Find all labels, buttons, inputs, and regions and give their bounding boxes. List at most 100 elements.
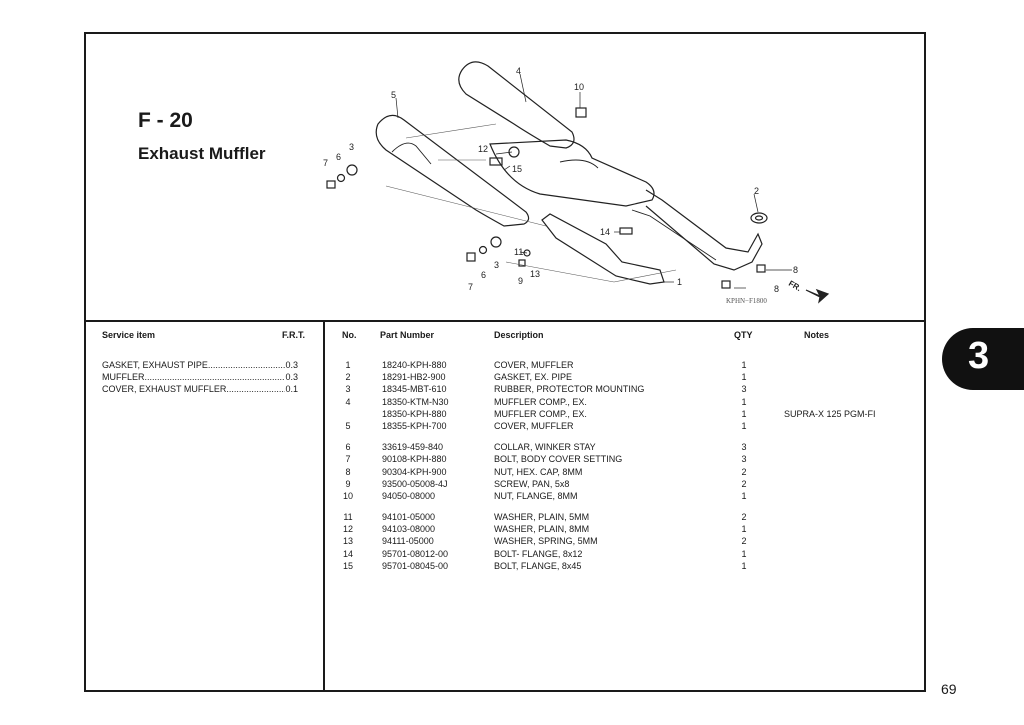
gasket-2 — [750, 212, 768, 224]
part-number: 90108-KPH-880 — [382, 454, 447, 465]
callout-14: 14 — [600, 227, 610, 237]
nut-8-b — [721, 280, 731, 289]
service-item-row: GASKET, EXHAUST PIPE 0.3 — [102, 359, 298, 371]
part-no: 2 — [345, 372, 351, 383]
part-description: MUFFLER COMP., EX. — [494, 396, 587, 407]
diagram-code: KPHN−F1800 — [726, 297, 767, 305]
part-description: COLLAR, WINKER STAY — [494, 442, 596, 453]
muffler-body — [489, 139, 655, 207]
callout-5: 5 — [391, 90, 396, 100]
part-description: SCREW, PAN, 5x8 — [494, 478, 570, 489]
part-qty: 3 — [741, 442, 747, 453]
part-description: NUT, HEX. CAP, 8MM — [494, 466, 583, 477]
part-number: 18355-KPH-700 — [382, 420, 447, 431]
leader-dots — [208, 359, 286, 371]
washer-11 — [523, 249, 531, 257]
callout-1: 1 — [677, 277, 682, 287]
part-qty: 1 — [741, 490, 747, 501]
collar-6-lower — [478, 245, 488, 255]
bolt-14 — [619, 227, 633, 235]
nut-10 — [575, 107, 587, 118]
frt-header: F.R.T. — [282, 330, 306, 340]
part-number: 18350-KTM-N30 — [382, 396, 449, 407]
callout-6-upper: 6 — [336, 152, 341, 162]
screw-9 — [518, 259, 526, 267]
part-number: 94050-08000 — [382, 490, 436, 501]
part-qty: 1 — [741, 372, 747, 383]
part-number: 94101-05000 — [382, 512, 436, 523]
rubber-3-upper — [346, 164, 358, 176]
callout-3-lower: 3 — [494, 260, 499, 270]
section-code: F - 20 — [138, 109, 193, 132]
service-item-row: MUFFLER 0.3 — [102, 371, 298, 383]
callout-10: 10 — [574, 82, 584, 92]
part-number: 95701-08045-00 — [382, 560, 449, 571]
service-item-frt: 0.3 — [285, 372, 298, 382]
part-number: 18345-MBT-610 — [382, 384, 447, 395]
part-qty: 1 — [741, 396, 747, 407]
part-description: COVER, MUFFLER — [494, 360, 574, 370]
service-item-header: Service item — [102, 330, 156, 340]
callout-4: 4 — [516, 66, 521, 76]
bolt-15 — [489, 157, 503, 166]
chapter-number: 3 — [968, 335, 990, 377]
part-description: WASHER, PLAIN, 5MM — [494, 512, 590, 523]
table-divider-vertical — [323, 320, 325, 692]
part-no: 13 — [342, 536, 353, 547]
description-header: Description — [494, 330, 544, 340]
part-no: 8 — [345, 466, 351, 477]
part-qty: 2 — [741, 512, 747, 523]
callout-7-upper: 7 — [323, 158, 328, 168]
part-number-header: Part Number — [380, 330, 435, 340]
callout-7-lower: 7 — [468, 282, 473, 292]
part-no: 3 — [345, 384, 351, 395]
no-header: No. — [342, 330, 357, 340]
callout-9: 9 — [518, 276, 523, 286]
callout-13: 13 — [530, 269, 540, 279]
callout-11: 11 — [514, 247, 523, 257]
part-qty: 1 — [741, 560, 747, 571]
part-no: 15 — [342, 560, 353, 571]
part-description: COVER, MUFFLER — [494, 420, 574, 431]
service-item-list: GASKET, EXHAUST PIPE 0.3 MUFFLER 0.3 COV… — [102, 359, 298, 395]
part-number: 18350-KPH-880 — [382, 408, 447, 419]
notes-header: Notes — [804, 330, 830, 340]
service-item-name: MUFFLER — [102, 372, 145, 382]
diagram-area: F - 20 Exhaust Muffler — [86, 34, 924, 320]
part-number: 95701-08012-00 — [382, 548, 449, 559]
part-notes: SUPRA-X 125 PGM-FI — [784, 408, 876, 419]
front-direction-arrow-icon — [805, 288, 830, 304]
part-description: WASHER, SPRING, 5MM — [494, 536, 598, 547]
washer-12 — [508, 146, 520, 158]
service-item-frt: 0.3 — [285, 360, 298, 370]
part-description: MUFFLER COMP., EX. — [494, 408, 587, 419]
part-description: BOLT, FLANGE, 8x45 — [494, 560, 582, 571]
bolt-7-lower — [466, 252, 476, 262]
part-no: 10 — [342, 490, 353, 501]
table-divider-horizontal — [86, 320, 924, 322]
part-number: 90304-KPH-900 — [382, 466, 447, 477]
part-qty: 1 — [741, 408, 747, 419]
part-number: 94111-05000 — [382, 536, 434, 547]
heat-shield-1 — [541, 213, 665, 285]
callout-15: 15 — [512, 164, 522, 174]
part-no: 11 — [343, 512, 353, 523]
part-no: 12 — [342, 524, 353, 535]
qty-header: QTY — [734, 330, 753, 340]
page-number: 69 — [941, 681, 957, 697]
part-qty: 2 — [741, 536, 747, 547]
leader-dots — [226, 383, 285, 395]
catalog-page-frame: F - 20 Exhaust Muffler — [84, 32, 926, 692]
direction-label: FR. — [787, 279, 803, 293]
service-item-row: COVER, EXHAUST MUFFLER 0.1 — [102, 383, 298, 395]
exhaust-pipe — [645, 189, 763, 271]
callout-3-upper: 3 — [349, 142, 354, 152]
part-no: 1 — [345, 360, 351, 370]
exhaust-diagram: 4 10 5 12 15 3 6 7 2 14 11 13 9 3 6 7 1 … — [323, 61, 830, 304]
callout-2: 2 — [754, 186, 759, 196]
part-qty: 1 — [741, 420, 747, 431]
part-number: 18240-KPH-880 — [382, 360, 447, 370]
part-description: BOLT- FLANGE, 8x12 — [494, 548, 583, 559]
callout-12: 12 — [478, 144, 488, 154]
rubber-3-lower — [490, 236, 502, 248]
